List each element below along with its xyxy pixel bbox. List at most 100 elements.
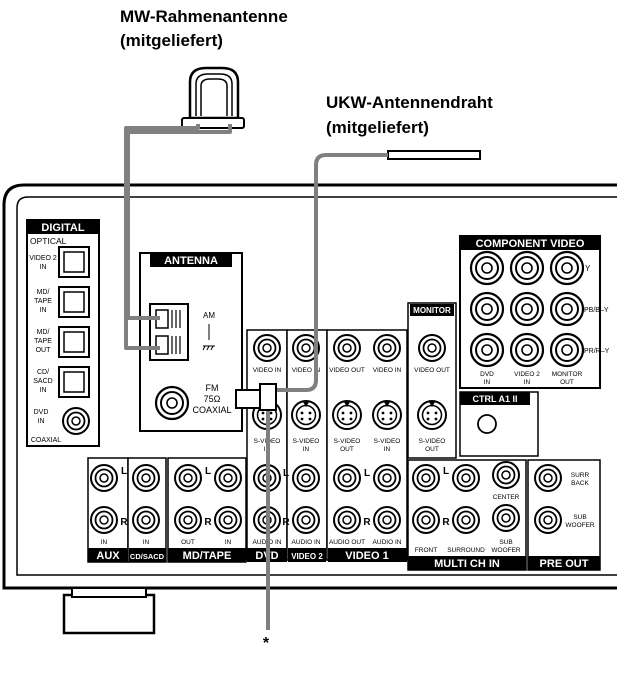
am-lead-wire-1 (124, 124, 200, 350)
md-in-l-jack[interactable] (214, 464, 242, 492)
optical-port-mdtape-in[interactable]: MD/ TAPE IN (34, 286, 90, 318)
component-video-title: COMPONENT VIDEO (476, 238, 585, 250)
audio-l-label: L (364, 468, 370, 479)
component-col-label: OUT (560, 379, 574, 386)
multi-ch-in-label: MULTI CH IN (434, 558, 500, 570)
video-in-label: VIDEO IN (292, 367, 321, 374)
component-row-label: Y (585, 264, 591, 273)
am-terminal-block[interactable] (149, 303, 189, 361)
audio-in-video1-l-jack[interactable] (373, 464, 401, 492)
md-tape-label: MD/TAPE (183, 550, 232, 562)
cd-in-l-jack[interactable] (132, 464, 160, 492)
svideo-label: IN (303, 446, 310, 453)
svideo-in-video2-jack[interactable] (291, 400, 321, 430)
component-col-label: VIDEO 2 (514, 371, 540, 378)
optical-label: OPTICAL (30, 236, 67, 246)
audio-in-video2-l-jack[interactable] (292, 464, 320, 492)
surr-back-label: BACK (571, 480, 589, 487)
md-in-r-jack[interactable] (214, 506, 242, 534)
component-jack-dvd-y[interactable] (469, 250, 505, 286)
svideo-out-video1-jack[interactable] (332, 400, 362, 430)
audio-r-label: R (282, 517, 290, 528)
ground-icon (202, 324, 215, 351)
audio-l-label: L (121, 466, 127, 477)
multi-center-jack[interactable] (492, 461, 520, 489)
aux-in-l-jack[interactable] (90, 464, 118, 492)
fm-coaxial-port[interactable] (154, 385, 190, 421)
md-out-l-jack[interactable] (174, 464, 202, 492)
component-row-label: PB/B–Y (584, 307, 609, 314)
pre-out-subwoofer-jack[interactable] (534, 506, 562, 534)
pre-out-label: PRE OUT (540, 558, 589, 570)
optical-port-mdtape-out[interactable]: MD/ TAPE OUT (34, 326, 90, 358)
audio-in-label: AUDIO IN (373, 539, 402, 546)
surround-label: SURROUND (447, 547, 485, 554)
video1-label: VIDEO 1 (345, 550, 388, 562)
mw-antenna-label-line2: (mitgeliefert) (120, 31, 223, 50)
md-out-r-jack[interactable] (174, 506, 202, 534)
preout-sub-label: SUB (573, 514, 586, 521)
component-jack-monitor-pr[interactable] (549, 332, 585, 368)
svideo-label: S-VIDEO (374, 438, 401, 445)
audio-out-video1-l-jack[interactable] (333, 464, 361, 492)
optical-port-label: IN (40, 387, 47, 394)
am-lead-wire-2 (126, 124, 232, 320)
component-video-section: COMPONENT VIDEO Y PB/B–Y PR/R–Y DVD IN V… (459, 235, 610, 389)
fm-antenna-label-line1: UKW-Antennendraht (326, 93, 493, 112)
component-jack-monitor-y[interactable] (549, 250, 585, 286)
optical-port-cdsacd-in[interactable]: CD/ SACD IN (33, 366, 90, 398)
aux-label: AUX (96, 550, 120, 562)
digital-section: DIGITAL OPTICAL VIDEO 2 IN MD/ TAPE IN M… (26, 219, 100, 447)
optical-port-label: CD/ (37, 369, 49, 376)
preout-woofer-label: WOOFER (565, 522, 595, 529)
component-jack-video2-y[interactable] (509, 250, 545, 286)
optical-port-label: TAPE (34, 298, 52, 305)
coaxial-port-label: DVD (34, 409, 49, 416)
multi-subwoofer-jack[interactable] (492, 504, 520, 532)
component-jack-video2-pr[interactable] (509, 332, 545, 368)
multi-surround-l-jack[interactable] (452, 464, 480, 492)
coaxial-label: COAXIAL (31, 437, 61, 444)
fm-plug-adapter (235, 383, 277, 411)
cd-in-r-jack[interactable] (132, 506, 160, 534)
audio-l-label: L (205, 466, 211, 477)
component-jack-video2-pb[interactable] (509, 291, 545, 327)
video-out-video1-jack[interactable] (333, 334, 361, 362)
multi-front-r-jack[interactable] (412, 506, 440, 534)
pre-out-surr-back-jack[interactable] (534, 464, 562, 492)
fm-coaxial-label: COAXIAL (192, 405, 231, 415)
video-in-label: VIDEO IN (253, 367, 282, 374)
fm-wire-antenna-icon (387, 150, 481, 160)
optical-port-video2-in[interactable]: VIDEO 2 IN (29, 246, 90, 278)
component-jack-dvd-pr[interactable] (469, 332, 505, 368)
optical-port-label: IN (40, 307, 47, 314)
aux-in-r-jack[interactable] (90, 506, 118, 534)
coaxial-port-dvd-in[interactable]: DVD IN COAXIAL (31, 407, 90, 444)
component-col-label: MONITOR (552, 371, 583, 378)
video-in-video1-jack[interactable] (373, 334, 401, 362)
center-label: CENTER (493, 494, 520, 501)
cd-sacd-label: CD/SACD (130, 552, 165, 561)
audio-out-label: AUDIO OUT (329, 539, 365, 546)
audio-out-video1-r-jack[interactable] (333, 506, 361, 534)
surr-back-label: SURR (571, 472, 590, 479)
multi-front-l-jack[interactable] (412, 464, 440, 492)
md-in-label: IN (225, 539, 232, 546)
fm-antenna-label-line2: (mitgeliefert) (326, 118, 429, 137)
audio-in-video1-r-jack[interactable] (373, 506, 401, 534)
multi-surround-r-jack[interactable] (452, 506, 480, 534)
component-jack-dvd-pb[interactable] (469, 291, 505, 327)
audio-r-label: R (204, 517, 212, 528)
monitor-svideo-out-jack[interactable] (417, 400, 447, 430)
svideo-label: IN (384, 446, 391, 453)
ctrl-a1-jack[interactable] (477, 414, 497, 434)
svideo-in-video1-jack[interactable] (372, 400, 402, 430)
video2-label: VIDEO 2 (291, 552, 323, 561)
video-in-dvd-jack[interactable] (253, 334, 281, 362)
component-jack-monitor-pb[interactable] (549, 291, 585, 327)
multi-ch-in-section: L R CENTER SUB WOOFER FRONT SURROUND MUL… (407, 459, 527, 571)
monitor-video-out-jack[interactable] (418, 334, 446, 362)
video-out-label: VIDEO OUT (329, 367, 365, 374)
audio-in-video2-r-jack[interactable] (292, 506, 320, 534)
